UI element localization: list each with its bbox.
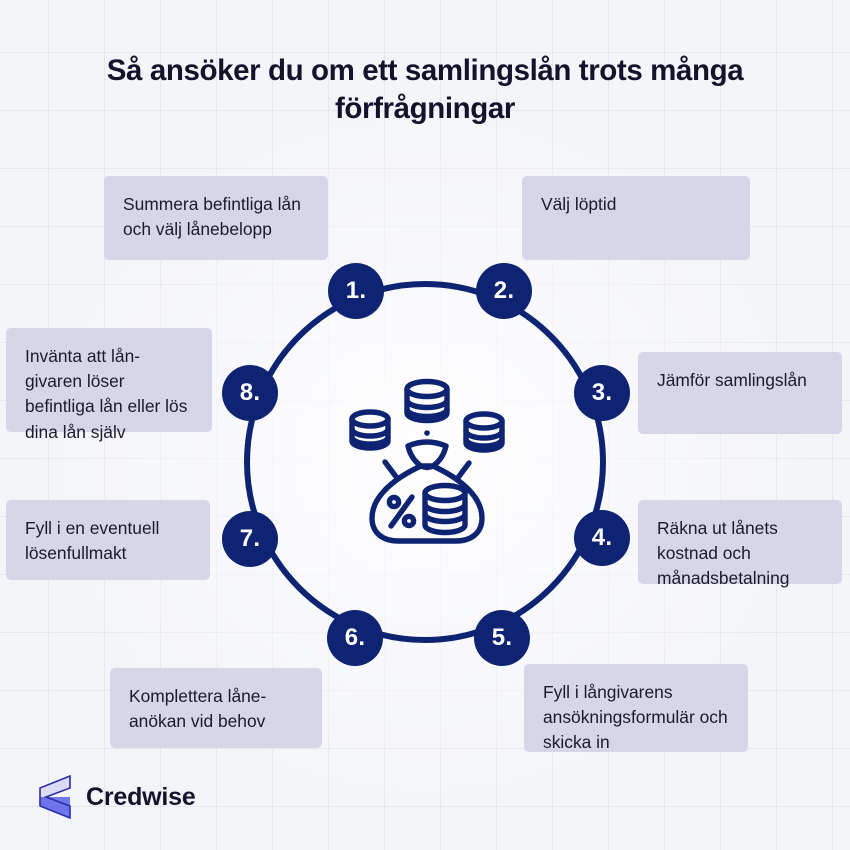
step-card-7: Fyll i en eventuell lösenfullmakt bbox=[6, 500, 210, 580]
page-title: Så ansöker du om ett samlingslån trots m… bbox=[106, 54, 744, 126]
step-node-1[interactable]: 1. bbox=[328, 263, 384, 319]
step-node-2-number: 2. bbox=[493, 277, 515, 304]
step-node-3[interactable]: 3. bbox=[574, 365, 630, 421]
step-card-4-text: Räkna ut lånets kostnad och månadsbetaln… bbox=[657, 518, 790, 589]
step-node-2[interactable]: 2. bbox=[476, 263, 532, 319]
credwise-chevron-logo-icon bbox=[39, 775, 71, 819]
tick-right-icon bbox=[454, 460, 472, 482]
step-node-4-number: 4. bbox=[591, 524, 613, 551]
step-node-4[interactable]: 4. bbox=[574, 510, 630, 566]
step-card-6: Komplettera låne-anökan vid behov bbox=[110, 668, 322, 748]
wheel-ring-svg bbox=[244, 281, 606, 643]
brand-name: Credwise bbox=[86, 782, 196, 811]
step-card-4: Räkna ut lånets kostnad och månadsbetaln… bbox=[638, 500, 842, 588]
brand-footer: Credwise bbox=[38, 775, 196, 819]
step-card-8: Invänta att lån-givaren löser befintliga… bbox=[6, 328, 212, 442]
step-node-5-number: 5. bbox=[491, 624, 513, 651]
coin-stack-right-icon bbox=[463, 411, 505, 453]
step-card-7-text: Fyll i en eventuell lösenfullmakt bbox=[25, 518, 160, 564]
step-node-1-number: 1. bbox=[345, 277, 367, 304]
step-card-8-text: Invänta att lån-givaren löser befintliga… bbox=[25, 346, 188, 442]
step-card-5: Fyll i långivarens ansökningsformulär oc… bbox=[524, 664, 748, 752]
step-card-1-text: Summera befintliga lån och välj lånebelo… bbox=[123, 194, 301, 240]
step-node-3-number: 3. bbox=[591, 379, 613, 406]
step-node-8[interactable]: 8. bbox=[222, 365, 278, 421]
step-card-6-text: Komplettera låne-anökan vid behov bbox=[129, 686, 267, 732]
step-card-2: Välj löptid bbox=[522, 176, 750, 260]
money-bag-coins-percent-icon bbox=[344, 375, 510, 550]
step-card-3: Jämför samlingslån bbox=[638, 352, 842, 434]
coin-stack-top-icon bbox=[404, 378, 450, 424]
step-node-6-number: 6. bbox=[344, 624, 366, 651]
step-card-2-text: Välj löptid bbox=[541, 194, 617, 214]
step-card-1: Summera befintliga lån och välj lånebelo… bbox=[104, 176, 328, 260]
step-node-5[interactable]: 5. bbox=[474, 610, 530, 666]
wheel-ring-circle bbox=[244, 281, 606, 643]
percent-sign-icon bbox=[386, 494, 417, 529]
step-card-5-text: Fyll i långivarens ansökningsformulär oc… bbox=[543, 682, 728, 753]
step-wheel bbox=[219, 256, 631, 668]
tick-left-icon bbox=[382, 459, 400, 481]
coin-stack-bag-icon bbox=[422, 482, 468, 536]
step-node-6[interactable]: 6. bbox=[327, 610, 383, 666]
money-bag-icon-svg bbox=[349, 378, 505, 544]
bag-body-icon bbox=[369, 463, 485, 544]
step-node-8-number: 8. bbox=[239, 379, 261, 406]
step-card-3-text: Jämför samlingslån bbox=[657, 370, 807, 390]
step-node-7-number: 7. bbox=[239, 525, 261, 552]
coin-stack-left-icon bbox=[349, 409, 391, 451]
step-node-7[interactable]: 7. bbox=[222, 511, 278, 567]
sparkle-dot-icon bbox=[424, 430, 430, 436]
